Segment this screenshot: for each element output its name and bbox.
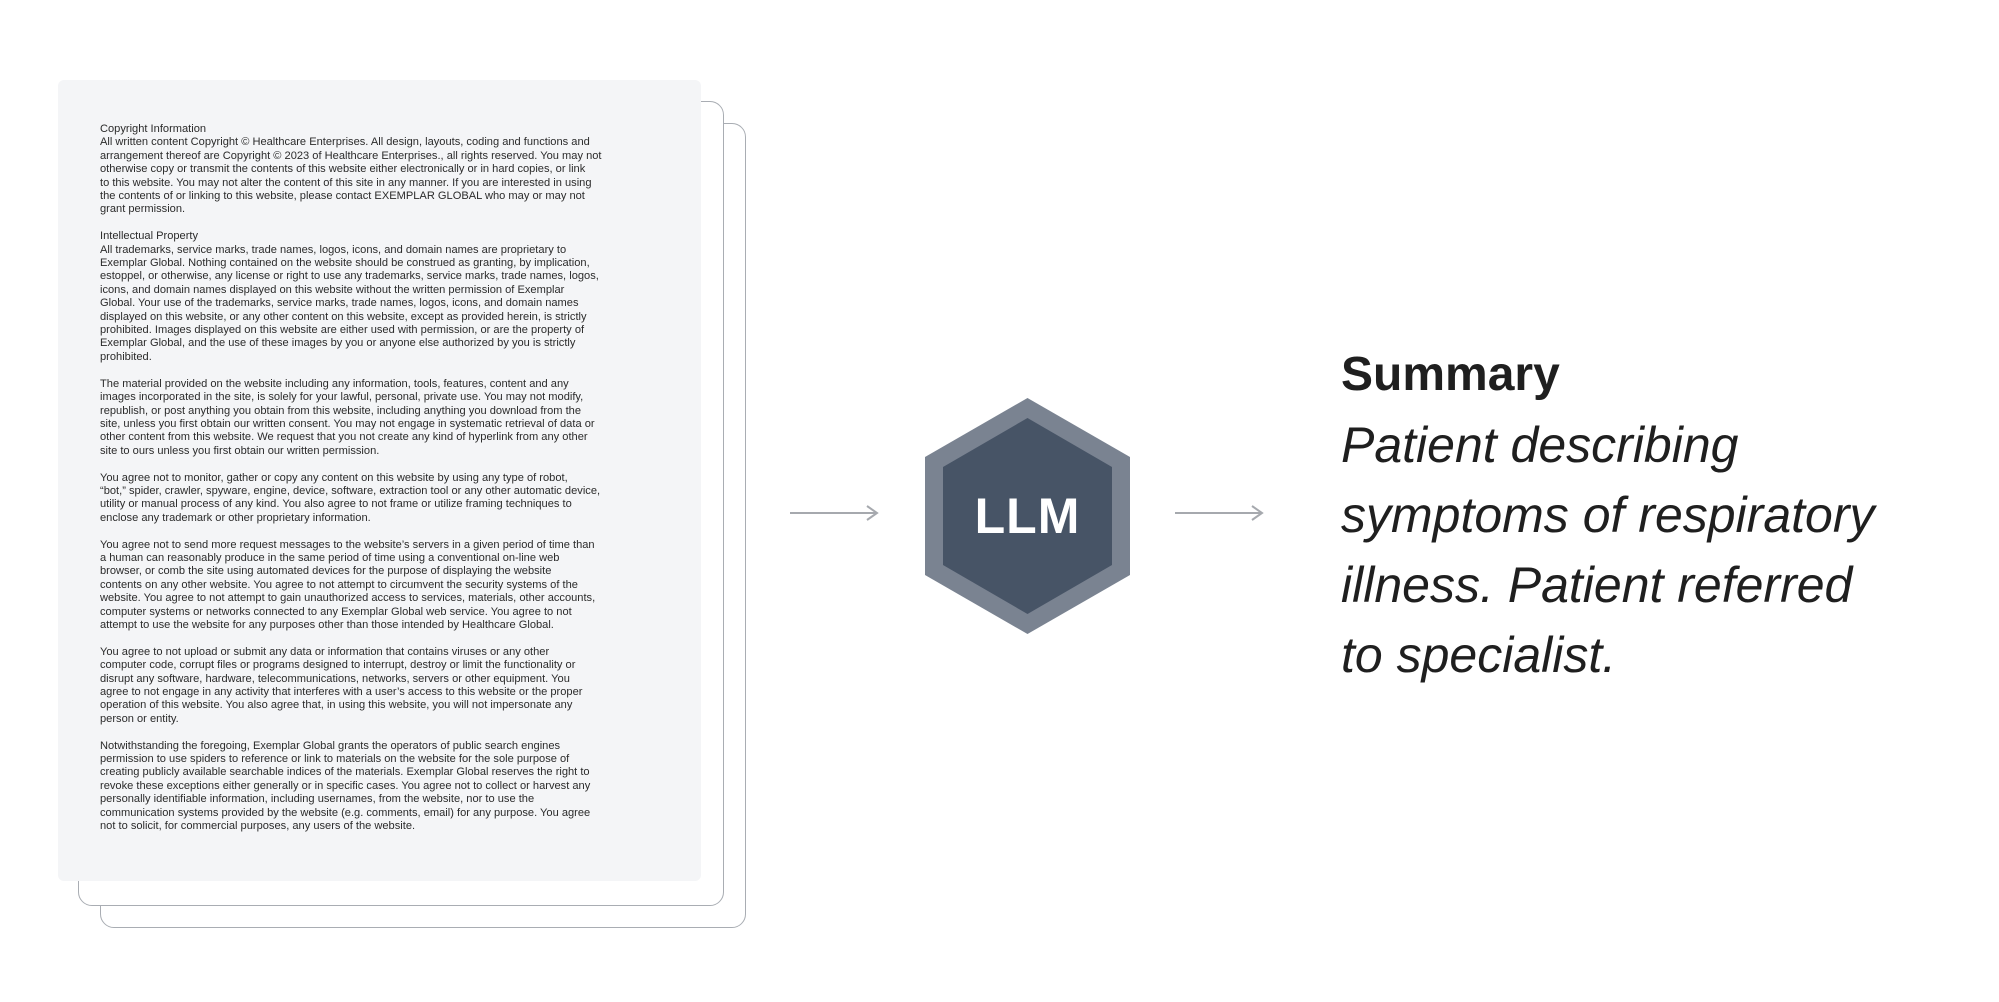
- document-paragraph: You agree not to monitor, gather or copy…: [100, 471, 601, 524]
- summary-line: to specialist.: [1341, 627, 1617, 683]
- summary-output: Summary Patient describing symptoms of r…: [1341, 340, 1981, 690]
- summary-line: symptoms of respiratory: [1341, 487, 1875, 543]
- document-paragraph: Notwithstanding the foregoing, Exemplar …: [100, 739, 591, 833]
- arrow-right-icon: [1175, 505, 1264, 521]
- document-paragraph: Intellectual Property All trademarks, se…: [100, 230, 599, 363]
- document-paragraph: You agree to not upload or submit any da…: [100, 645, 583, 725]
- llm-badge: LLM: [925, 398, 1130, 634]
- summary-title: Summary: [1341, 348, 1560, 401]
- arrow-right-icon: [790, 505, 879, 521]
- document-paragraph: You agree not to send more request messa…: [100, 538, 596, 631]
- source-document: Copyright Information All written conten…: [58, 80, 701, 881]
- document-paragraph: Copyright Information All written conten…: [100, 123, 602, 216]
- summary-line: illness. Patient referred: [1341, 557, 1853, 613]
- llm-label: LLM: [974, 488, 1081, 544]
- summary-line: Patient describing: [1341, 417, 1739, 473]
- hexagon-icon: [925, 398, 1130, 634]
- document-paragraph: The material provided on the website inc…: [100, 377, 595, 457]
